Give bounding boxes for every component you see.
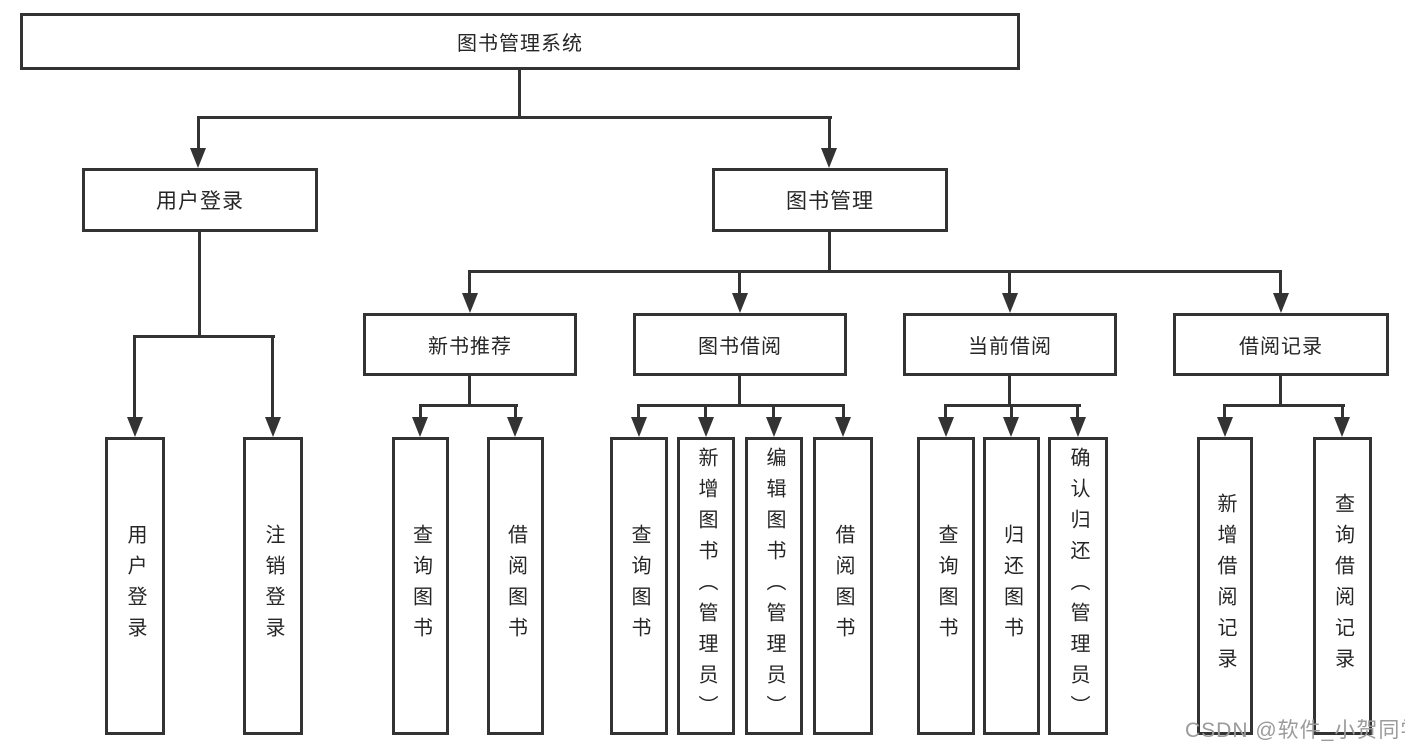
connector-stub	[271, 335, 274, 417]
connector-stub	[468, 270, 471, 293]
arrow-down-icon	[1217, 417, 1233, 437]
leaf-recommend-query-books: 查询图书	[392, 437, 449, 735]
connector-stub	[828, 116, 831, 150]
connector-book-mgmt-trunk	[828, 232, 831, 273]
arrow-down-icon	[938, 417, 954, 437]
connector-stub	[944, 404, 947, 417]
csdn-watermark: CSDN @软件_小贺同学	[1185, 719, 1405, 742]
leaf-recommend-borrow-books: 借阅图书	[487, 437, 544, 735]
arrow-down-icon	[412, 417, 428, 437]
connector-book-mgmt-bus	[468, 270, 1282, 273]
connector-stub	[1010, 404, 1013, 417]
leaf-user-login: 用户登录	[105, 437, 165, 735]
leaf-logout: 注销登录	[243, 437, 303, 735]
node-book-borrow: 图书借阅	[633, 313, 847, 376]
leaf-borrow-add-books-admin: 新增图书（管理员）	[677, 437, 735, 735]
connector-stub	[419, 404, 422, 417]
connector-stub	[133, 335, 136, 417]
leaf-borrow-borrow-books: 借阅图书	[813, 437, 873, 735]
node-book-management: 图书管理	[712, 168, 948, 232]
node-book-management-system: 图书管理系统	[20, 13, 1020, 70]
connector-recommend-bus	[419, 404, 518, 407]
arrow-down-icon	[821, 148, 837, 168]
arrow-down-icon	[1273, 293, 1289, 313]
connector-stub	[514, 404, 517, 417]
connector-stub	[1279, 270, 1282, 293]
node-user-login: 用户登录	[82, 168, 318, 232]
arrow-down-icon	[507, 417, 523, 437]
leaf-borrow-query-books: 查询图书	[610, 437, 668, 735]
connector-stub	[197, 116, 200, 150]
connector-stub	[842, 404, 845, 417]
leaf-borrow-edit-books-admin: 编辑图书（管理员）	[745, 437, 803, 735]
node-current-borrow: 当前借阅	[903, 313, 1117, 376]
connector-current-trunk	[1008, 376, 1011, 407]
leaf-current-query-books: 查询图书	[917, 437, 975, 735]
connector-stub	[704, 404, 707, 417]
connector-user-login-bus	[133, 335, 275, 338]
connector-stub	[1008, 270, 1011, 293]
arrow-down-icon	[1334, 417, 1350, 437]
connector-stub	[637, 404, 640, 417]
connector-root-trunk	[518, 70, 521, 118]
connector-root-bus	[197, 116, 832, 119]
leaf-current-return-books: 归还图书	[983, 437, 1040, 735]
arrow-down-icon	[190, 148, 206, 168]
connector-borrow-bus	[637, 404, 845, 407]
connector-records-bus	[1223, 404, 1345, 407]
node-borrow-records: 借阅记录	[1173, 313, 1389, 376]
connector-stub	[1076, 404, 1079, 417]
arrow-down-icon	[127, 417, 143, 437]
connector-user-login-trunk	[198, 232, 201, 338]
arrow-down-icon	[835, 417, 851, 437]
connector-stub	[738, 270, 741, 293]
connector-recommend-trunk	[468, 376, 471, 407]
arrow-down-icon	[265, 417, 281, 437]
arrow-down-icon	[631, 417, 647, 437]
connector-records-trunk	[1279, 376, 1282, 407]
arrow-down-icon	[766, 417, 782, 437]
leaf-current-confirm-return-admin: 确认归还（管理员）	[1048, 437, 1108, 735]
arrow-down-icon	[462, 293, 478, 313]
arrow-down-icon	[698, 417, 714, 437]
arrow-down-icon	[1070, 417, 1086, 437]
connector-stub	[772, 404, 775, 417]
connector-stub	[1341, 404, 1344, 417]
arrow-down-icon	[732, 293, 748, 313]
connector-borrow-trunk	[738, 376, 741, 407]
node-new-book-recommend: 新书推荐	[363, 313, 577, 376]
leaf-records-query-record: 查询借阅记录	[1313, 437, 1372, 735]
leaf-records-add-record: 新增借阅记录	[1197, 437, 1253, 735]
connector-stub	[1223, 404, 1226, 417]
arrow-down-icon	[1003, 417, 1019, 437]
arrow-down-icon	[1002, 293, 1018, 313]
